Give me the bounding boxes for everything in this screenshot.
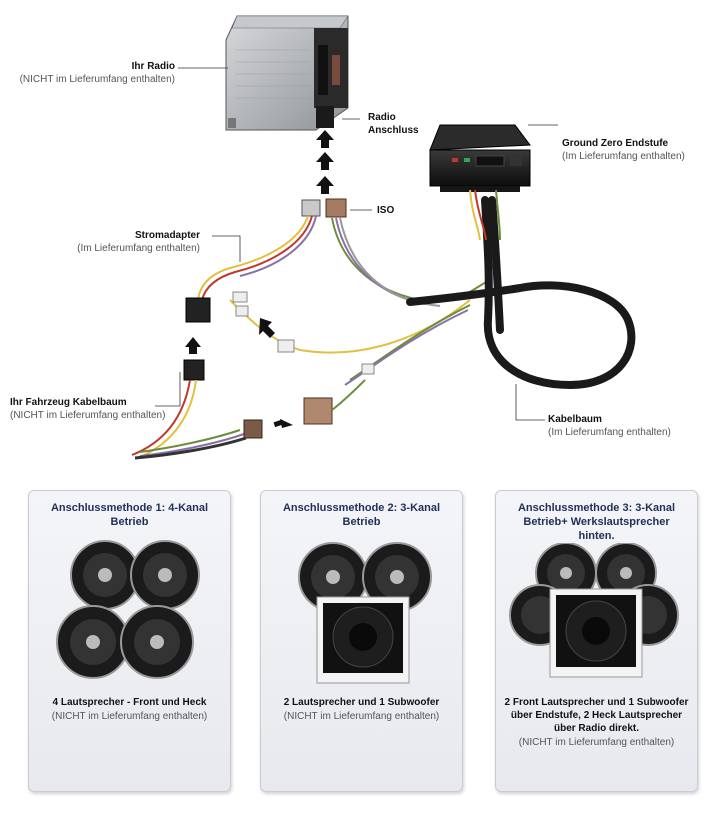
label-vehicle-harness: Ihr Fahrzeug Kabelbaum (NICHT im Lieferu… xyxy=(10,396,165,422)
cable-loom xyxy=(410,200,631,385)
method-panel-3-note: (NICHT im Lieferumfang enthalten) xyxy=(504,736,689,749)
speaker-subwoofer-icon xyxy=(291,539,441,689)
label-amplifier-sub: (Im Lieferumfang enthalten) xyxy=(562,150,685,163)
method-panel-2-title: Anschlussmethode 2: 3-Kanal Betrieb xyxy=(269,501,454,529)
method-panel-1: Anschlussmethode 1: 4-Kanal Betrieb 4 La… xyxy=(28,490,231,792)
method-panel-1-title: Anschlussmethode 1: 4-Kanal Betrieb xyxy=(37,501,222,529)
method-panel-2-description: 2 Lautsprecher und 1 Subwoofer (NICHT im… xyxy=(261,696,462,723)
method-panel-3-description: 2 Front Lautsprecher und 1 Subwoofer übe… xyxy=(496,696,697,749)
label-radio-connection-2: Anschluss xyxy=(368,124,419,137)
speaker-subwoofer-icon xyxy=(508,543,688,693)
power-adapter xyxy=(186,292,294,352)
label-iso: ISO xyxy=(377,204,394,217)
method-panel-3-desc: 2 Front Lautsprecher und 1 Subwoofer übe… xyxy=(504,696,689,735)
label-cable-loom-sub: (Im Lieferumfang enthalten) xyxy=(548,426,671,439)
label-radio-connection: Radio Anschluss xyxy=(368,111,419,137)
label-amplifier-title: Ground Zero Endstufe xyxy=(562,137,685,150)
vehicle-harness xyxy=(132,360,374,458)
amplifier xyxy=(430,125,530,192)
method-panel-2: Anschlussmethode 2: 3-Kanal Betrieb 2 La… xyxy=(260,490,463,792)
label-power-adapter-title: Stromadapter xyxy=(40,229,200,242)
arrow-up-icon xyxy=(316,130,334,194)
method-panel-1-desc: 4 Lautsprecher - Front und Heck xyxy=(37,696,222,709)
speaker-icon xyxy=(71,541,139,609)
method-panel-3: Anschlussmethode 3: 3-Kanal Betrieb+ Wer… xyxy=(495,490,698,792)
label-radio-connection-1: Radio xyxy=(368,111,419,124)
car-radio xyxy=(226,16,348,130)
label-cable-loom: Kabelbaum (Im Lieferumfang enthalten) xyxy=(548,413,671,439)
label-radio-title: Ihr Radio xyxy=(10,60,175,73)
method-panel-3-title: Anschlussmethode 3: 3-Kanal Betrieb+ Wer… xyxy=(504,501,689,543)
label-amplifier: Ground Zero Endstufe (Im Lieferumfang en… xyxy=(562,137,685,163)
method-panel-1-description: 4 Lautsprecher - Front und Heck (NICHT i… xyxy=(29,696,230,723)
label-cable-loom-title: Kabelbaum xyxy=(548,413,671,426)
method-panel-1-note: (NICHT im Lieferumfang enthalten) xyxy=(37,710,222,723)
label-vehicle-harness-sub: (NICHT im Lieferumfang enthalten) xyxy=(10,409,165,422)
label-radio-sub: (NICHT im Lieferumfang enthalten) xyxy=(10,73,175,86)
iso-connector xyxy=(302,199,346,217)
label-power-adapter-sub: (Im Lieferumfang enthalten) xyxy=(40,242,200,255)
speaker-group-icon xyxy=(53,537,213,687)
method-panel-2-desc: 2 Lautsprecher und 1 Subwoofer xyxy=(269,696,454,709)
label-radio: Ihr Radio (NICHT im Lieferumfang enthalt… xyxy=(10,60,175,86)
label-vehicle-harness-title: Ihr Fahrzeug Kabelbaum xyxy=(10,396,165,409)
method-panel-2-note: (NICHT im Lieferumfang enthalten) xyxy=(269,710,454,723)
label-iso-title: ISO xyxy=(377,204,394,217)
label-power-adapter: Stromadapter (Im Lieferumfang enthalten) xyxy=(40,229,200,255)
